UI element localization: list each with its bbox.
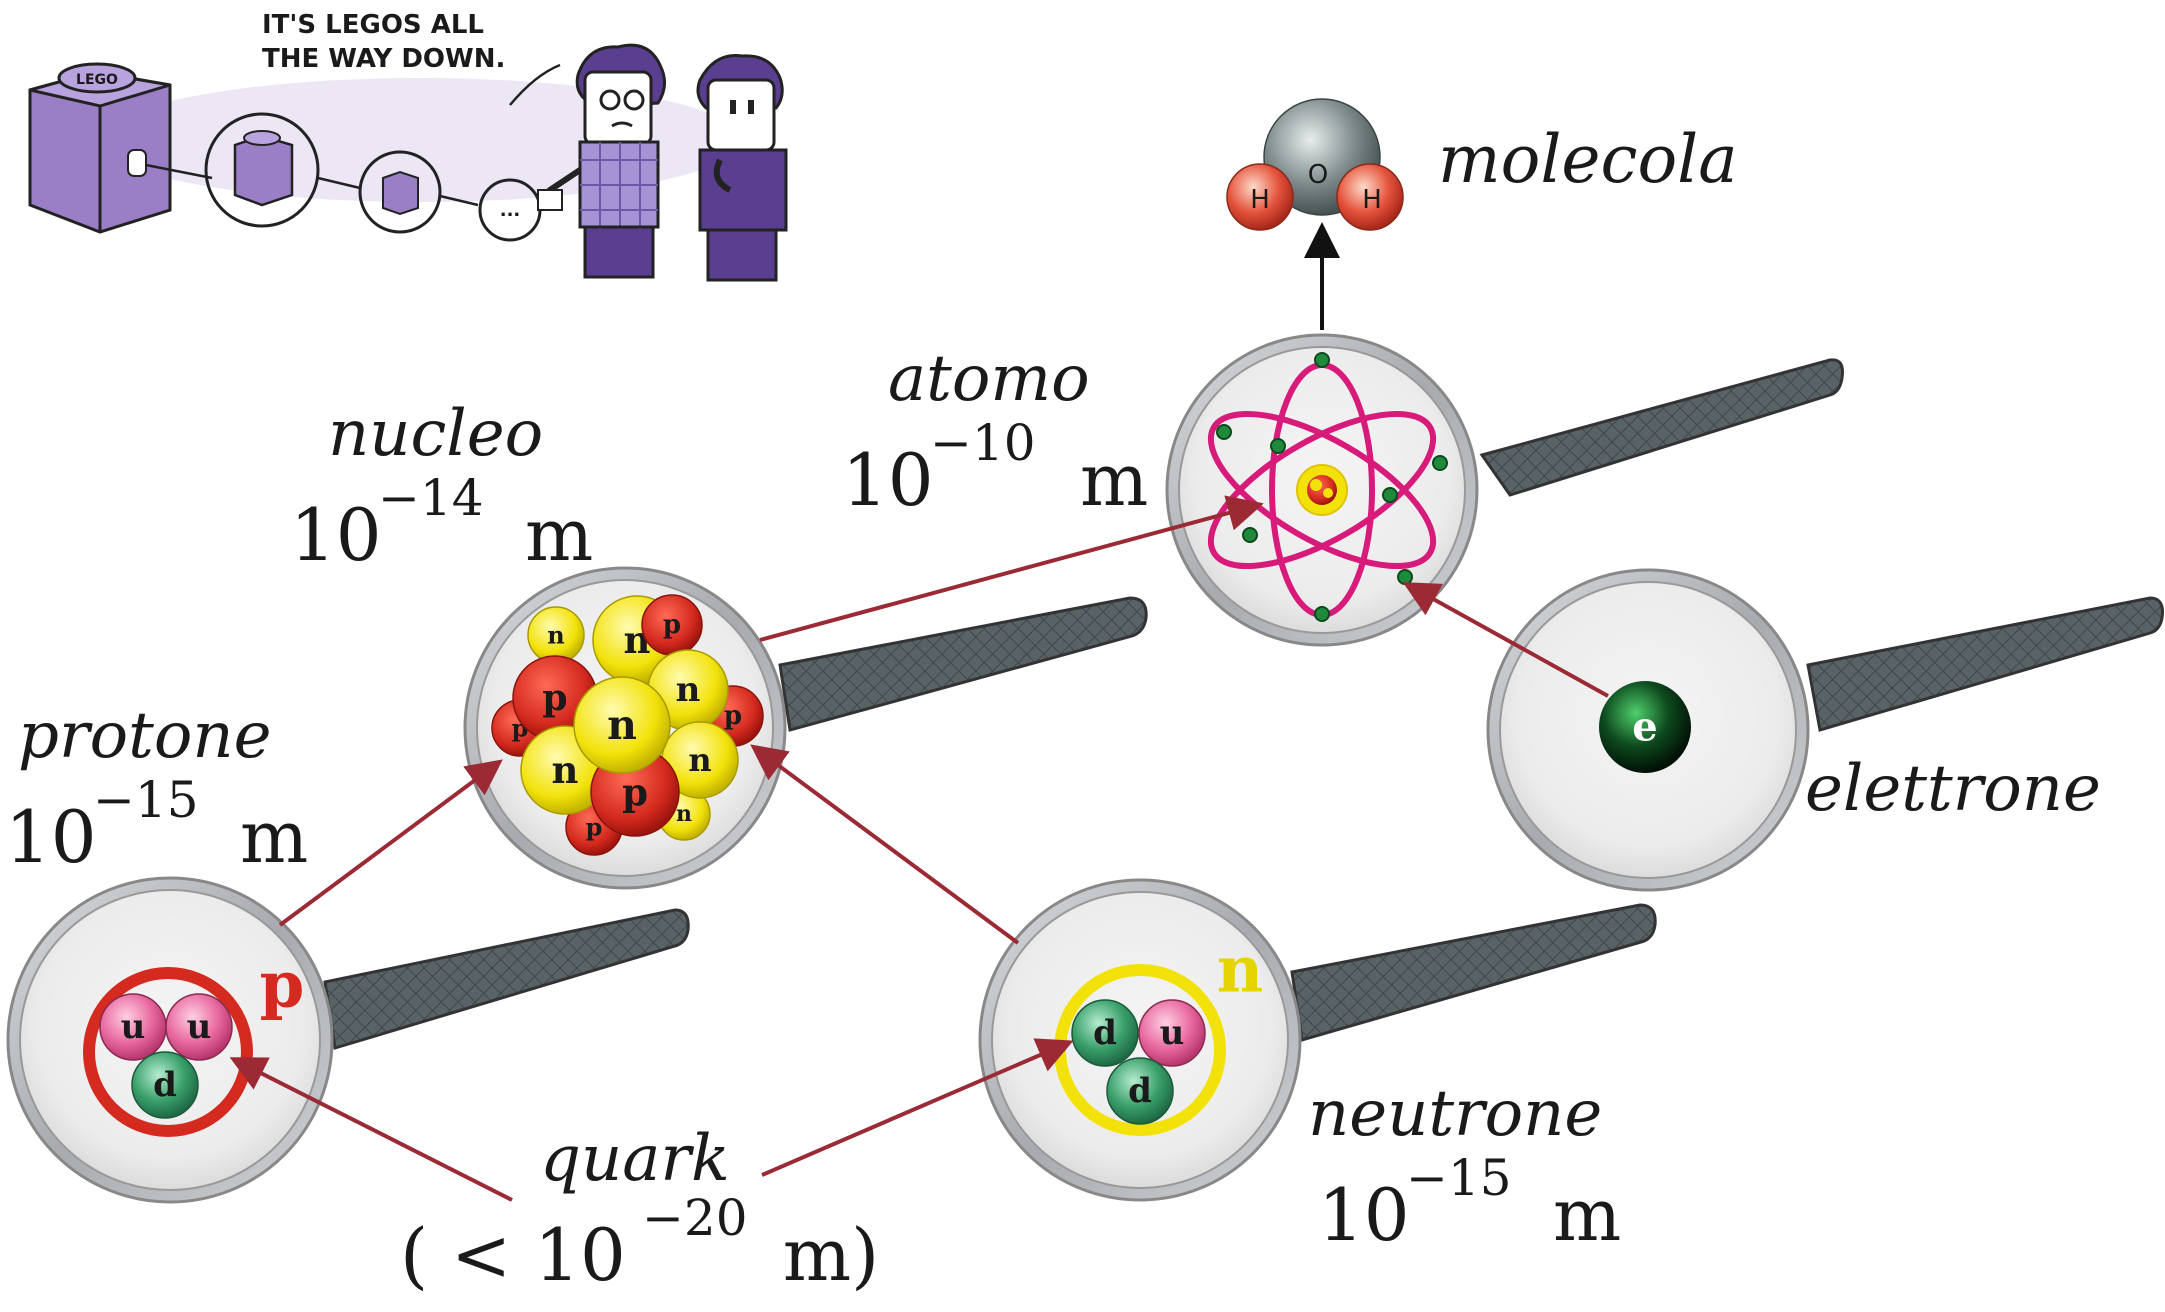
molecule-atom-h2: H xyxy=(1362,185,1382,215)
magnifier-proton: u u d p xyxy=(6,876,690,1204)
comic-panel: LEGO ... IT'S LEGO xyxy=(28,10,788,282)
label-quark: quark xyxy=(540,1122,730,1196)
nucleon-label: n xyxy=(547,621,564,650)
comic-person-left-icon xyxy=(537,43,666,279)
nucleon-neutron-icon xyxy=(573,676,671,774)
molecule-atom-o: O xyxy=(1308,160,1328,190)
nucleon-label: n xyxy=(607,701,637,749)
svg-text:m): m) xyxy=(760,1213,879,1297)
label-elettrone: elettrone xyxy=(1805,752,2101,826)
label-molecola: molecola xyxy=(1438,121,1738,198)
magnifier-neutron: d u d n xyxy=(978,878,1657,1202)
svg-text:( < 10: ( < 10 xyxy=(400,1213,626,1297)
nucleon-label: n xyxy=(676,670,701,710)
svg-text:10: 10 xyxy=(1318,1173,1410,1257)
svg-text:−20: −20 xyxy=(642,1189,748,1247)
magnifier-electron: e xyxy=(1486,568,2164,892)
zoom-circle-1 xyxy=(204,112,320,228)
brick-logo: LEGO xyxy=(76,72,118,88)
handle-electron xyxy=(1806,596,2164,732)
handle-nucleus xyxy=(778,596,1148,732)
neutron-quark-3: d xyxy=(1128,1071,1152,1111)
proton-symbol: p xyxy=(260,948,305,1023)
water-molecule-icon: H O H xyxy=(1226,98,1404,231)
proton-quark-3: d xyxy=(153,1065,177,1105)
svg-text:m: m xyxy=(1553,1173,1621,1257)
svg-text:10: 10 xyxy=(842,438,934,522)
magnifier-atom xyxy=(1165,333,1844,647)
zoom-circle-2 xyxy=(358,150,442,234)
handle-proton xyxy=(323,908,690,1050)
label-neutrone: neutrone xyxy=(1308,1077,1602,1151)
size-atomo: 10 −10 m xyxy=(842,414,1148,522)
speech-line-2: THE WAY DOWN. xyxy=(262,44,505,74)
arrow-nucleus-to-atom xyxy=(759,495,1264,642)
label-atomo: atomo xyxy=(888,342,1090,416)
svg-text:−15: −15 xyxy=(93,771,199,829)
atom-electrons xyxy=(1216,352,1448,622)
comic-person-right-icon xyxy=(696,54,788,282)
quark-d-icon xyxy=(131,1051,199,1119)
svg-text:m: m xyxy=(240,795,308,879)
nucleon-label: n xyxy=(676,801,692,827)
lego-brick-large-icon: LEGO xyxy=(28,62,172,234)
zoom-ellipsis: ... xyxy=(500,200,521,221)
quark-u-icon xyxy=(165,993,233,1061)
electron-ball-icon xyxy=(1599,681,1691,773)
svg-text:10: 10 xyxy=(290,493,382,577)
label-protone: protone xyxy=(18,699,271,773)
quark-u-icon xyxy=(1138,999,1206,1067)
size-quark: ( < 10 −20 m) xyxy=(400,1189,879,1297)
quark-d-icon xyxy=(1071,999,1139,1067)
quark-d-icon xyxy=(1106,1057,1174,1125)
nucleon-label: n xyxy=(688,741,711,779)
neutron-quark-1: d xyxy=(1093,1013,1117,1053)
nucleon-label: n xyxy=(552,748,579,792)
nucleon-label: p xyxy=(622,770,648,814)
molecule-atom-h1: H xyxy=(1250,185,1270,215)
electron-symbol: e xyxy=(1632,704,1657,751)
handle-atom xyxy=(1479,358,1844,497)
svg-text:m: m xyxy=(1080,438,1148,522)
handle-neutron xyxy=(1290,903,1657,1042)
lego-brick-medium-icon xyxy=(233,130,294,207)
arrow-proton-to-nucleus xyxy=(278,759,503,927)
speech-tail xyxy=(509,63,561,106)
proton-quark-1: u xyxy=(121,1007,146,1047)
arrow-electron-to-atom xyxy=(1402,582,1609,698)
proton-ring xyxy=(83,967,253,1137)
arrow-neutron-to-nucleus xyxy=(750,744,1020,945)
nucleon-label: p xyxy=(663,610,681,640)
size-neutrone: 10 −15 m xyxy=(1318,1149,1621,1257)
size-nucleo: 10 −14 m xyxy=(290,469,593,577)
neutron-symbol: n xyxy=(1217,933,1264,1008)
svg-text:m: m xyxy=(525,493,593,577)
nucleon-label: p xyxy=(724,701,742,731)
svg-text:−10: −10 xyxy=(930,414,1036,472)
size-protone: 10 −15 m xyxy=(5,771,308,879)
arrow-quark-to-neutron xyxy=(761,1038,1074,1177)
arrow-quark-to-proton xyxy=(229,1057,513,1202)
nucleon-label: p xyxy=(586,813,603,842)
speech-line-1: IT'S LEGOS ALL xyxy=(262,10,484,40)
label-nucleo: nucleo xyxy=(328,397,543,471)
proton-quark-2: u xyxy=(187,1007,212,1047)
arrows xyxy=(229,495,1609,1202)
svg-text:10: 10 xyxy=(5,795,97,879)
neutron-quark-2: u xyxy=(1160,1013,1185,1053)
nucleon-label: p xyxy=(542,677,567,719)
svg-text:−15: −15 xyxy=(1406,1149,1512,1207)
svg-text:−14: −14 xyxy=(378,469,484,527)
lego-brick-small-icon xyxy=(382,170,419,216)
